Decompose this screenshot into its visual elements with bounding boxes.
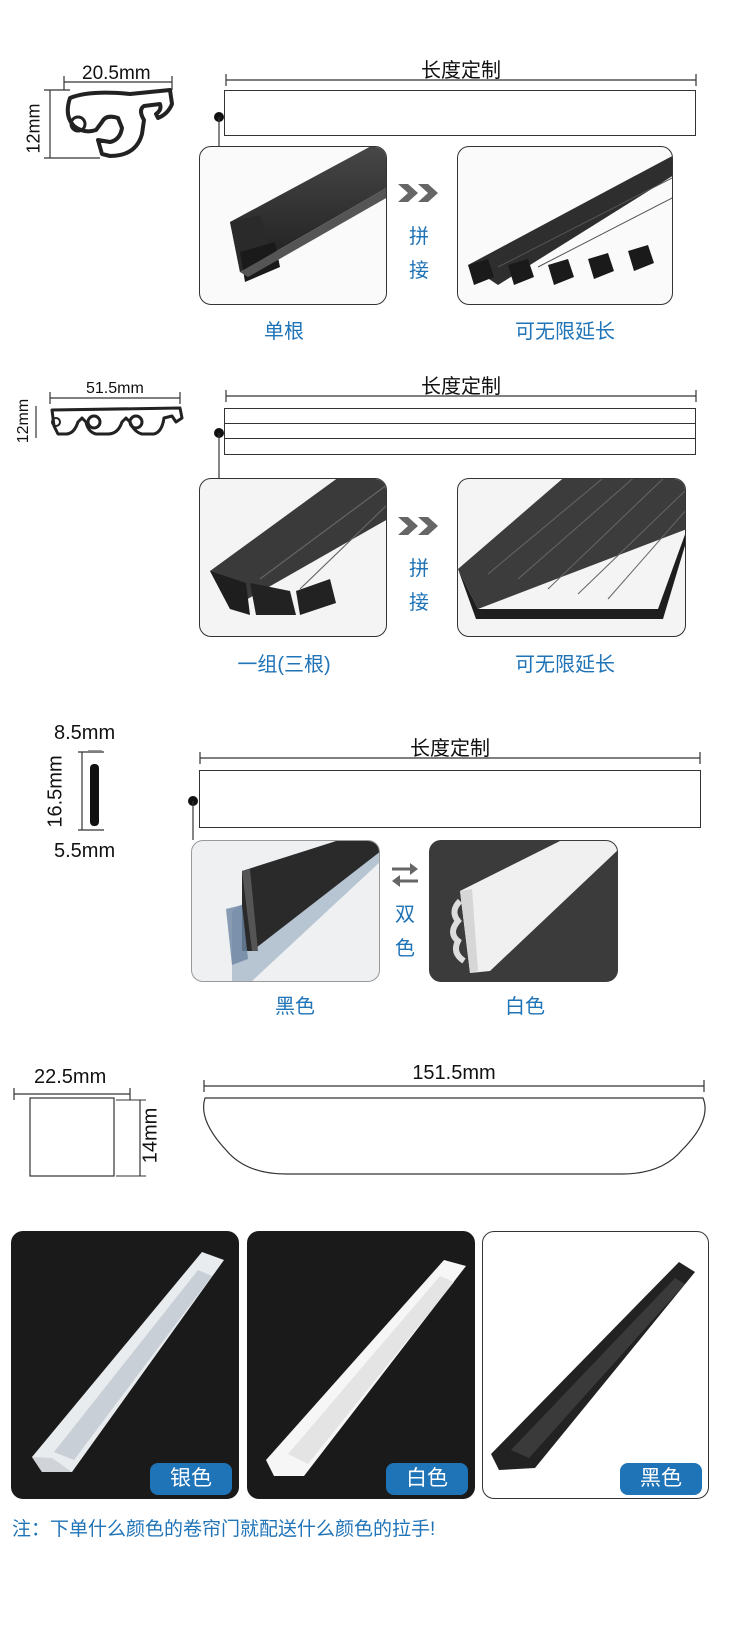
seal-top-dim: 8.5mm xyxy=(54,722,116,744)
length-dimension-line xyxy=(199,752,701,764)
caption-unlimited: 可无限延长 xyxy=(515,654,615,676)
join-label: 拼 接 xyxy=(409,226,429,282)
length-dimension-line xyxy=(225,74,697,86)
caption-black: 黑色 xyxy=(275,996,315,1018)
triple-strip-photo xyxy=(199,478,387,637)
join-arrows-icon xyxy=(398,184,438,202)
profile-width-dim: 20.5mm xyxy=(82,63,151,84)
strip-bar-3 xyxy=(224,438,696,455)
handle-white-photo xyxy=(247,1231,475,1499)
caption-single: 单根 xyxy=(264,321,304,343)
single-strip-photo xyxy=(199,146,387,305)
triple-profile-drawing xyxy=(35,392,184,438)
handle-length-dim: 151.5mm xyxy=(412,1062,496,1084)
caption-unlimited: 可无限延长 xyxy=(515,321,615,343)
length-custom-title: 长度定制 xyxy=(421,60,501,82)
strip-bar-2 xyxy=(224,423,696,439)
join-arrows-icon xyxy=(398,517,438,535)
strip-bar-1 xyxy=(224,408,696,424)
handle-black-photo xyxy=(482,1231,709,1499)
handle-end-drawing xyxy=(13,1088,146,1177)
seal-bottom-dim: 5.5mm xyxy=(54,840,116,862)
leader-dot xyxy=(214,428,224,480)
handle-side-drawing xyxy=(203,1080,706,1175)
length-custom-title: 长度定制 xyxy=(421,376,501,398)
swap-arrows-icon xyxy=(392,863,418,887)
leader-dot xyxy=(188,796,198,840)
join-label: 拼 接 xyxy=(409,558,429,614)
length-custom-title: 长度定制 xyxy=(410,738,490,760)
seal-bar xyxy=(199,770,701,828)
black-seal-photo xyxy=(191,840,380,982)
caption-group: 一组(三根) xyxy=(237,654,331,676)
handle-silver-photo xyxy=(11,1231,239,1499)
seal-height-dim: 16.5mm xyxy=(44,755,67,828)
two-color-label: 双 色 xyxy=(395,904,415,960)
extended-strips-photo xyxy=(457,146,673,305)
white-seal-photo xyxy=(429,840,618,982)
leader-dot xyxy=(214,112,224,148)
handle-silver-label: 银色 xyxy=(150,1463,232,1495)
strip-bar xyxy=(224,90,696,136)
single-profile-drawing xyxy=(44,76,174,159)
seal-profile-drawing xyxy=(78,750,104,831)
extended-triple-photo xyxy=(457,478,686,637)
handle-black-label: 黑色 xyxy=(620,1463,702,1495)
profile-width-dim: 51.5mm xyxy=(86,380,144,397)
handle-height-dim: 14mm xyxy=(139,1107,162,1164)
length-dimension-line xyxy=(225,390,697,402)
caption-white: 白色 xyxy=(505,996,545,1018)
handle-width-dim: 22.5mm xyxy=(34,1066,107,1088)
order-note: 注：下单什么颜色的卷帘门就配送什么颜色的拉手! xyxy=(12,1519,436,1540)
handle-white-label: 白色 xyxy=(386,1463,468,1495)
